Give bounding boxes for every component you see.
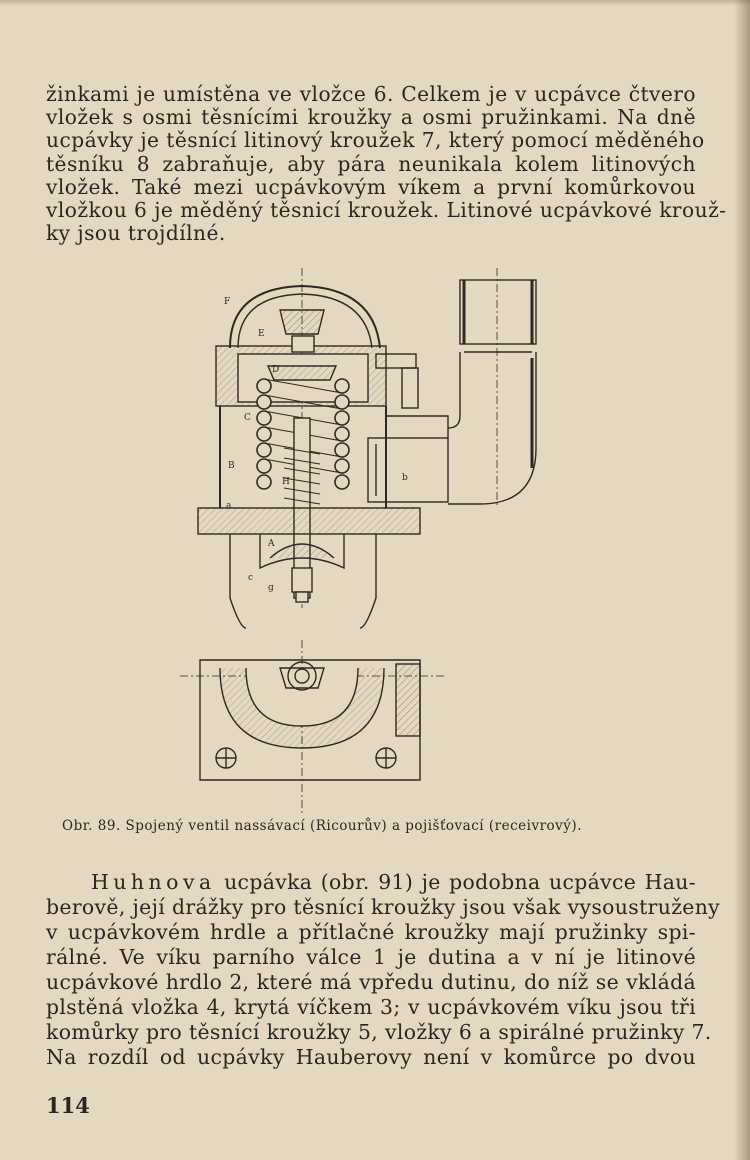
figure-label: H [282, 477, 290, 487]
figure-label: C [244, 413, 251, 423]
figure-label: g [268, 583, 274, 593]
page-gutter-shadow [734, 0, 750, 1160]
text-line: Na rozdíl od ucpávky Hauberovy není v ko… [46, 1045, 696, 1069]
figure-label: a [226, 501, 232, 511]
text-line: ucpávky je těsnící litinový kroužek 7, k… [46, 128, 705, 153]
text-line: ky jsou trojdílné. [46, 221, 226, 246]
valve-drawing-svg: F E D C B a b H A c g [180, 268, 537, 816]
figure-caption: Obr. 89. Spojený ventil nassávací (Ricou… [62, 818, 582, 834]
text-line: vložek s osmi těsnícími kroužky a osmi p… [46, 105, 696, 130]
figure-label: B [228, 461, 235, 471]
paragraph-bottom: Huhnova ucpávka (obr. 91) je podobna ucp… [46, 870, 721, 1070]
paragraph-top: žinkami je umístěna ve vložce 6. Celkem … [46, 82, 727, 246]
text-fragment: ucpávka (obr. 91) je podobna ucpávce Hau… [215, 870, 696, 894]
text-line: vložkou 6 je měděný těsnicí kroužek. Lit… [46, 198, 727, 223]
text-line: Huhnova ucpávka (obr. 91) je podobna ucp… [46, 870, 696, 895]
figure-label: E [258, 329, 265, 339]
text-line: plstěná vložka 4, krytá víčkem 3; v ucpá… [46, 995, 696, 1019]
text-line: vložek. Také mezi ucpávkovým víkem a prv… [46, 174, 696, 199]
emphasized-term: Huhnova [91, 870, 216, 894]
figure-label: c [248, 573, 253, 583]
page-top-edge [0, 0, 750, 6]
text-line: berově, její drážky pro těsnící kroužky … [46, 895, 721, 919]
figure-label: b [402, 473, 408, 483]
text-line: žinkami je umístěna ve vložce 6. Celkem … [46, 82, 696, 106]
text-line: v ucpávkovém hrdle a přítlačné kroužky m… [46, 920, 696, 944]
text-line: těsníku 8 zabraňuje, aby pára neunikala … [46, 151, 696, 176]
figure-label: F [224, 297, 230, 307]
text-line: rálné. Ve víku parního válce 1 je dutina… [46, 945, 696, 969]
figure-label: D [272, 365, 279, 375]
text-line: ucpávkové hrdlo 2, které má vpředu dutin… [46, 970, 696, 994]
page-number: 114 [46, 1093, 90, 1118]
text-line: komůrky pro těsnící kroužky 5, vložky 6 … [46, 1020, 712, 1044]
figure-label: A [267, 539, 275, 549]
valve-technical-drawing: F E D C B a b H A c g [180, 268, 560, 816]
